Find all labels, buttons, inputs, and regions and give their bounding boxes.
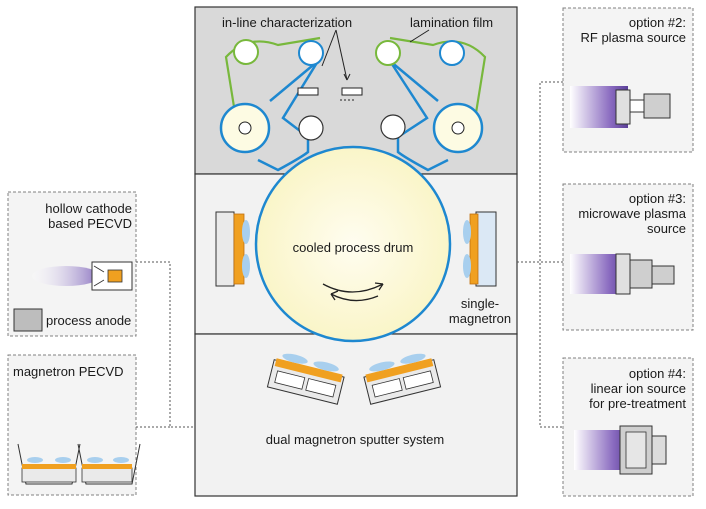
label-hollow-cathode: hollow cathode based PECVD xyxy=(45,201,132,231)
label-option4: option #4: linear ion source for pre-tre… xyxy=(589,366,686,411)
single-magnetron-right xyxy=(463,211,497,287)
label-lamination-film: lamination film xyxy=(410,15,494,30)
substrate-web-path xyxy=(257,60,449,172)
label-dual-magnetron: dual magnetron sputter system xyxy=(265,432,445,447)
option4-box xyxy=(562,357,694,497)
single-magnetron-left xyxy=(215,211,250,287)
left-connectors xyxy=(136,261,195,428)
rotation-arrows-icon xyxy=(322,282,384,302)
hollow-cathode-box xyxy=(7,191,137,337)
option3-box xyxy=(562,183,694,331)
right-connectors xyxy=(517,81,563,428)
label-magnetron-pecvd: magnetron PECVD xyxy=(13,364,124,379)
label-inline-characterization: in-line characterization xyxy=(222,15,353,30)
option2-box xyxy=(562,7,694,153)
characterization-sensors xyxy=(297,29,430,101)
pecvd-magnetron-2 xyxy=(77,443,141,485)
magnetron-pecvd-box xyxy=(7,354,141,496)
label-single-magnetron: single- magnetron xyxy=(448,296,512,326)
label-option2: option #2: RF plasma source xyxy=(580,15,686,45)
guide-rollers xyxy=(233,39,465,141)
rewind-roll xyxy=(432,102,484,154)
label-cooled-process-drum: cooled process drum xyxy=(292,240,414,255)
process-chamber-bottom xyxy=(194,333,518,497)
label-option3: option #3: microwave plasma source xyxy=(578,191,686,236)
cooled-process-drum xyxy=(254,145,452,343)
pecvd-magnetron-1 xyxy=(17,443,81,485)
unwind-roll xyxy=(219,102,271,154)
label-process-anode: process anode xyxy=(46,313,132,328)
dual-magnetron xyxy=(266,353,442,405)
